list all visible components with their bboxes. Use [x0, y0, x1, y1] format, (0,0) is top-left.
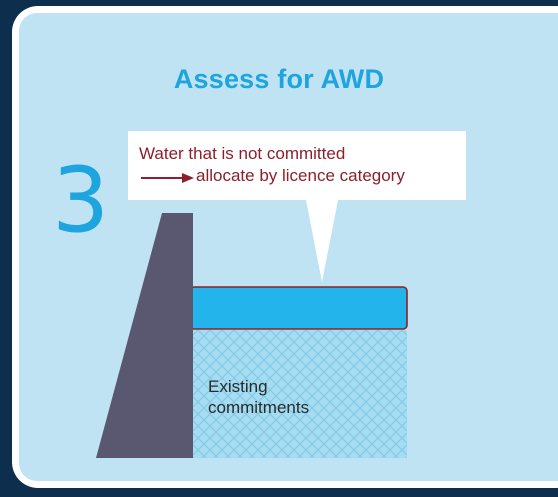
existing-label-line-1: Existing	[208, 377, 268, 396]
page-title: Assess for AWD	[173, 64, 385, 94]
callout-bubble	[128, 131, 466, 282]
existing-commitments-label: Existing commitments	[208, 376, 309, 418]
step-number: 3	[52, 148, 110, 253]
existing-label-line-2: commitments	[208, 398, 310, 417]
right-arrow-icon	[141, 173, 194, 183]
dam-wall	[96, 213, 193, 458]
callout-line-1: Water that is not committed	[139, 144, 346, 163]
uncommitted-water-layer	[189, 286, 408, 330]
existing-commitments-water	[190, 330, 407, 458]
callout-line-2: allocate by licence category	[196, 166, 405, 185]
